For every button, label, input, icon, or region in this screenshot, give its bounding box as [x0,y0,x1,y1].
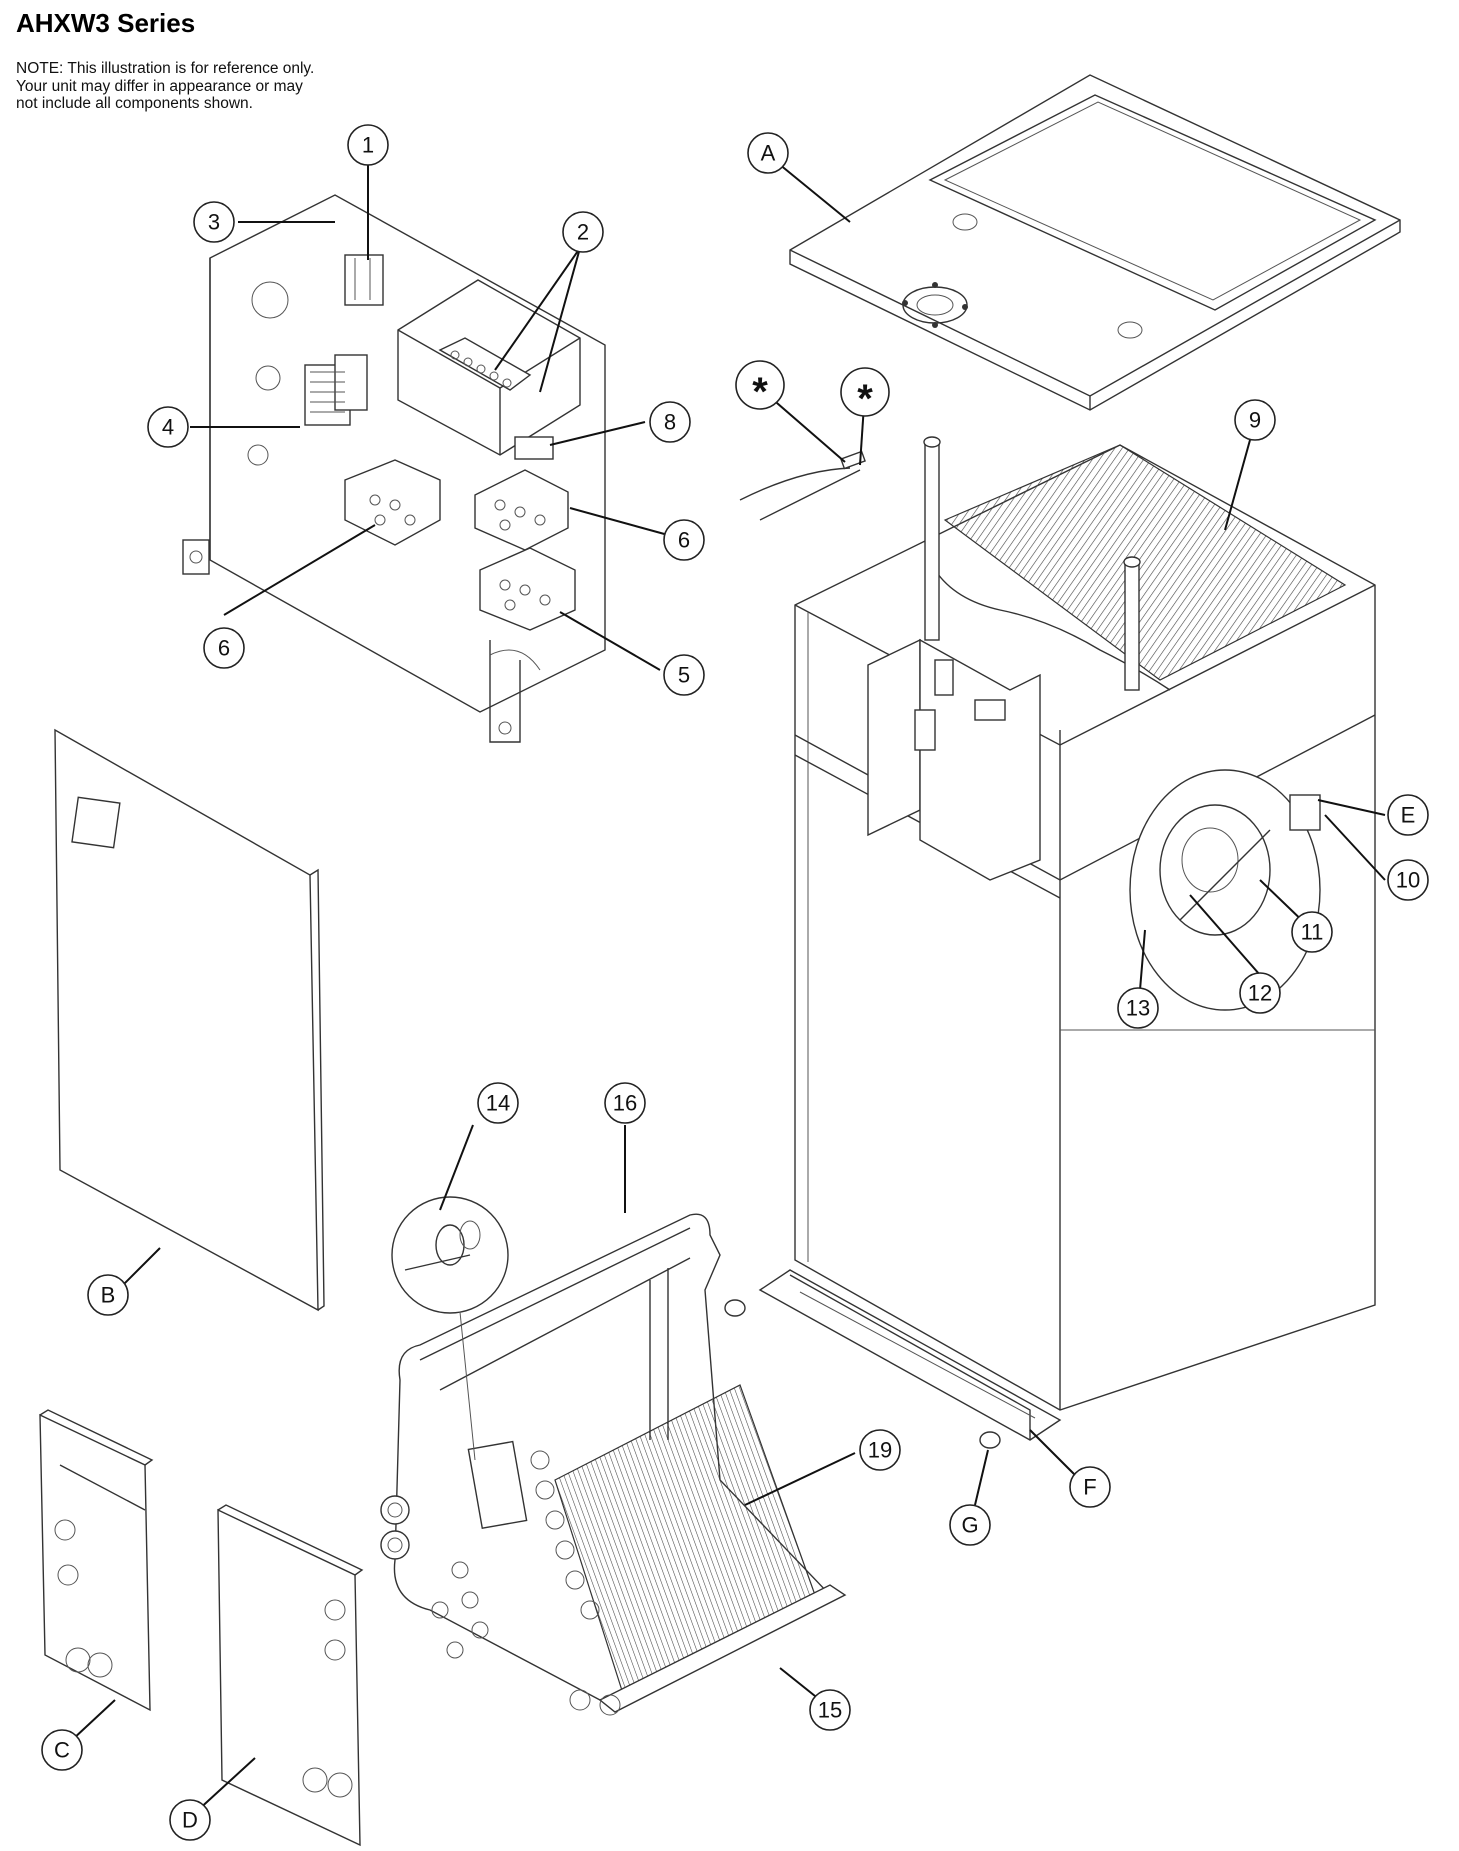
svg-text:16: 16 [613,1091,637,1116]
svg-text:2: 2 [577,220,589,245]
callout-star-2: * [840,367,890,421]
callout-9: 9 [1234,399,1276,441]
svg-text:*: * [857,377,873,421]
svg-text:C: C [54,1738,70,1763]
callout-4: 4 [147,406,189,448]
svg-text:10: 10 [1396,868,1420,893]
main-cabinet [724,436,1376,1449]
callout-g: G [949,1504,991,1546]
callout-3: 3 [193,201,235,243]
svg-text:B: B [101,1283,116,1308]
svg-text:15: 15 [818,1698,842,1723]
svg-text:G: G [961,1513,978,1538]
control-panel [182,194,606,743]
diagram-title: AHXW3 Series [16,8,196,38]
callout-1: 1 [347,124,389,166]
callout-f: F [1069,1466,1111,1508]
callout-c: C [41,1729,83,1771]
callout-b: B [87,1274,129,1316]
sensor-wire-leads [739,450,866,521]
callout-15: 15 [809,1689,851,1731]
callout-19: 19 [859,1429,901,1471]
callout-e: E [1387,794,1429,836]
front-door-panel [54,728,325,1312]
top-cover-panel [789,74,1401,411]
svg-text:8: 8 [664,410,676,435]
callout-10: 10 [1387,859,1429,901]
svg-text:F: F [1083,1475,1096,1500]
svg-text:9: 9 [1249,408,1261,433]
svg-text:E: E [1401,803,1416,828]
svg-text:3: 3 [208,210,220,235]
callout-14: 14 [477,1082,519,1124]
svg-text:14: 14 [486,1091,510,1116]
svg-text:D: D [182,1808,198,1833]
svg-text:19: 19 [868,1438,892,1463]
leader-lines [71,154,1386,1813]
callout-5: 5 [663,654,705,696]
callout-13: 13 [1117,987,1159,1029]
svg-text:5: 5 [678,663,690,688]
svg-text:1: 1 [362,133,374,158]
callout-11: 11 [1291,911,1333,953]
callout-a: A [747,132,789,174]
svg-text:A: A [761,141,776,166]
svg-text:13: 13 [1126,996,1150,1021]
svg-text:4: 4 [162,415,174,440]
callout-12: 12 [1239,972,1281,1014]
evaporator-coil-assembly [380,1196,847,1716]
callout-2: 2 [562,211,604,253]
callout-d: D [169,1799,211,1841]
svg-text:11: 11 [1301,920,1324,945]
svg-text:6: 6 [218,636,230,661]
callout-6a: 6 [203,627,245,669]
svg-text:12: 12 [1248,981,1272,1006]
callout-16: 16 [604,1082,646,1124]
svg-text:6: 6 [678,528,690,553]
reference-note: NOTE: This illustration is for reference… [16,60,315,112]
svg-text:*: * [752,370,768,414]
callout-star-1: * [735,360,785,414]
callout-8: 8 [649,401,691,443]
access-panel-d [217,1504,364,1847]
callout-6b: 6 [663,519,705,561]
access-panel-c [39,1409,154,1712]
